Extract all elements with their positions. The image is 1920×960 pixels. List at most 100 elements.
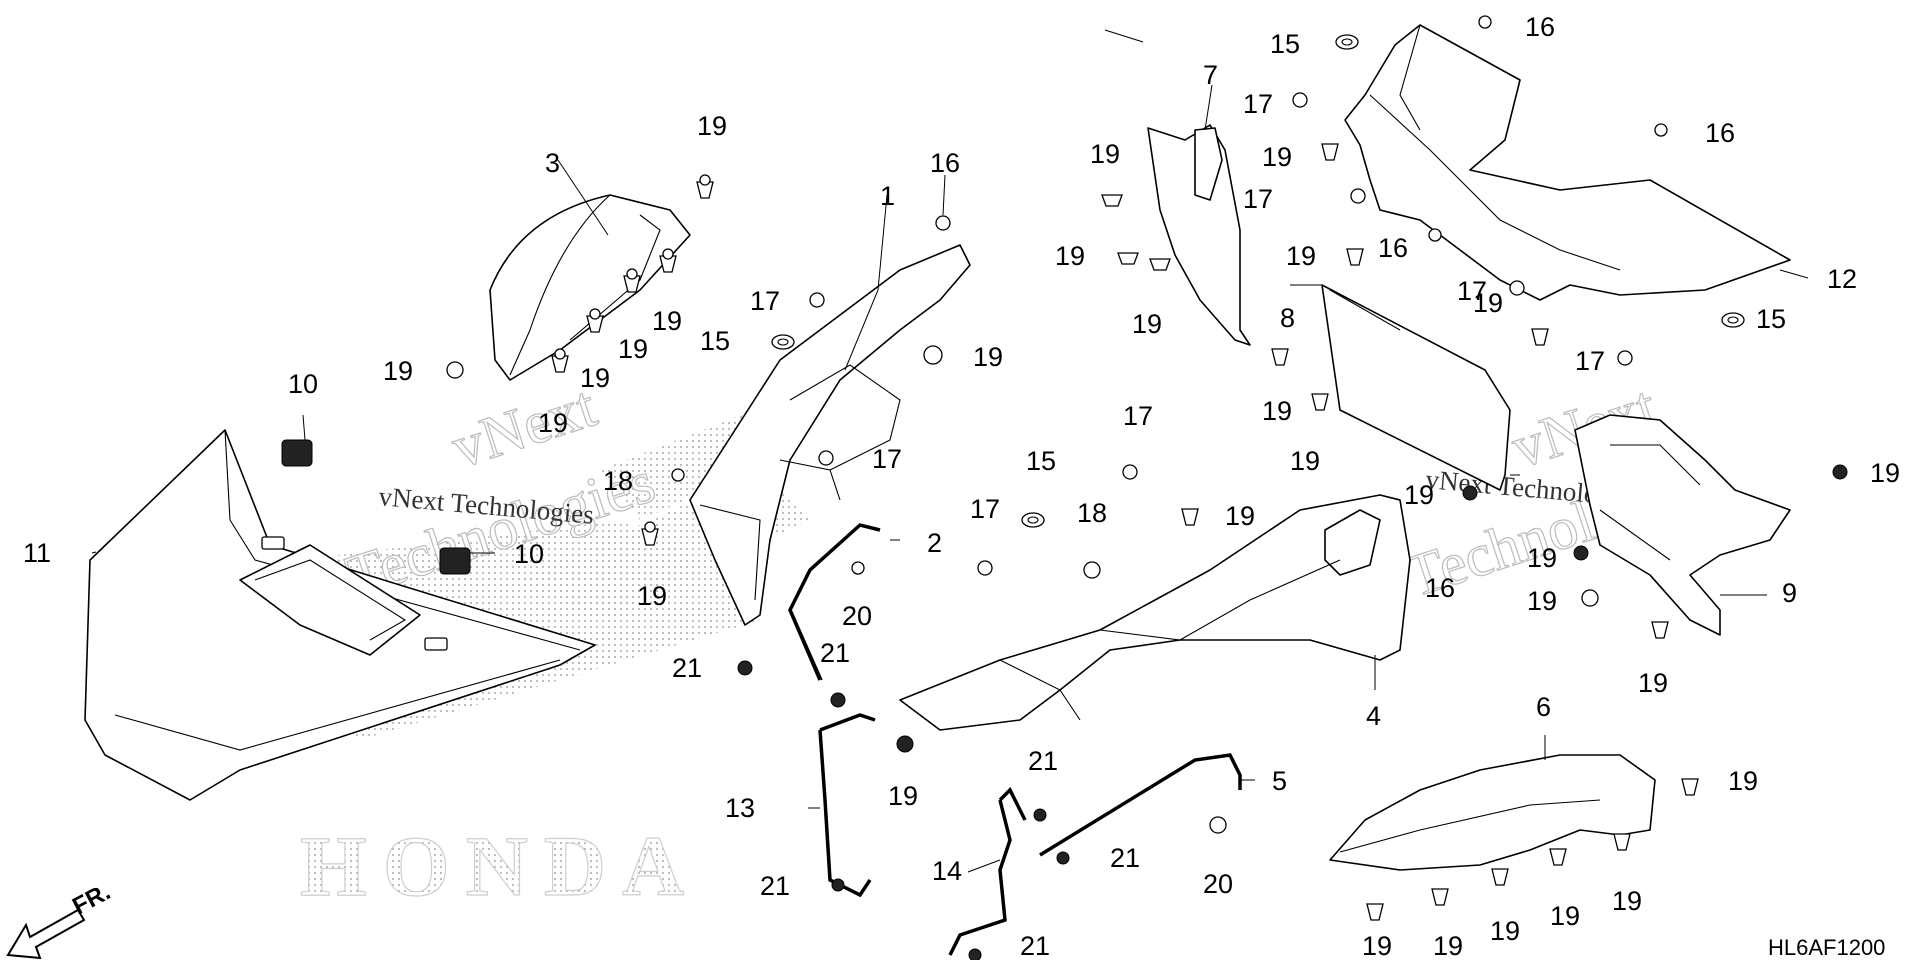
callout-18b: 18 bbox=[1077, 498, 1107, 528]
callout-17b: 17 bbox=[1243, 184, 1273, 214]
clip-19-icon bbox=[1613, 833, 1631, 851]
clip-19-icon bbox=[1181, 508, 1199, 526]
callout-10b: 10 bbox=[514, 539, 544, 569]
callout-15d: 15 bbox=[1756, 304, 1786, 334]
callout-19o: 19 bbox=[1290, 446, 1320, 476]
callout-19s: 19 bbox=[1404, 480, 1434, 510]
callout-19ad: 19 bbox=[1612, 886, 1642, 916]
bolt-icon bbox=[1083, 561, 1101, 579]
part-10-clip bbox=[281, 439, 471, 575]
bolt-icon bbox=[1209, 816, 1227, 834]
callout-19ab: 19 bbox=[1490, 916, 1520, 946]
callout-19z: 19 bbox=[1362, 931, 1392, 960]
clip-19-icon bbox=[1366, 903, 1384, 921]
bolt-icon bbox=[1056, 851, 1070, 865]
clip-19-icon bbox=[623, 268, 641, 293]
callout-13: 13 bbox=[725, 793, 755, 823]
part-11-front-hood bbox=[84, 429, 596, 801]
part-8-flat-plate bbox=[1321, 284, 1511, 491]
callout-21b: 21 bbox=[820, 638, 850, 668]
callout-19q: 19 bbox=[1225, 501, 1255, 531]
callout-19g: 19 bbox=[637, 581, 667, 611]
bolt-icon bbox=[851, 561, 865, 575]
callout-17d: 17 bbox=[1457, 276, 1487, 306]
grommet-icon bbox=[771, 334, 795, 350]
callout-16b: 16 bbox=[1705, 118, 1735, 148]
bolt-icon bbox=[1350, 188, 1366, 204]
bolt-icon bbox=[818, 450, 834, 466]
bolt-icon bbox=[935, 215, 951, 231]
callout-16c: 16 bbox=[930, 148, 960, 178]
callout-20a: 20 bbox=[842, 601, 872, 631]
clip-19-icon bbox=[1531, 328, 1549, 346]
bolt-icon bbox=[1122, 464, 1138, 480]
clip-19-icon bbox=[586, 308, 604, 333]
callout-21g: 21 bbox=[1020, 931, 1050, 960]
callout-11: 11 bbox=[23, 538, 51, 568]
clip-19-icon bbox=[1549, 848, 1567, 866]
callout-4: 4 bbox=[1366, 701, 1381, 731]
callout-17f: 17 bbox=[872, 444, 902, 474]
bolt-icon bbox=[977, 560, 993, 576]
callout-19p: 19 bbox=[1473, 288, 1503, 318]
clip-19-icon bbox=[1681, 778, 1699, 796]
callout-16d: 16 bbox=[1378, 233, 1408, 263]
callout-19aa: 19 bbox=[1433, 931, 1463, 960]
callout-17h: 17 bbox=[970, 494, 1000, 524]
callout-7: 7 bbox=[1203, 60, 1218, 90]
callout-19t: 19 bbox=[1527, 543, 1557, 573]
callout-19e: 19 bbox=[383, 356, 413, 386]
callouts: 1 2 3 4 5 6 7 8 9 10 10 11 12 13 14 15 1… bbox=[23, 12, 1900, 960]
bolt-icon bbox=[671, 468, 685, 482]
bolt-icon bbox=[1033, 808, 1047, 822]
honda-brand-watermark: HONDA bbox=[300, 818, 700, 914]
part-1-side-panel bbox=[689, 244, 971, 626]
callout-17g: 17 bbox=[1123, 401, 1153, 431]
grommet-icon bbox=[1721, 312, 1745, 328]
callout-19c: 19 bbox=[618, 334, 648, 364]
fasteners bbox=[446, 15, 1848, 960]
clip-19-icon bbox=[1321, 143, 1339, 161]
part-13-bracket bbox=[818, 713, 876, 898]
callout-15a: 15 bbox=[1270, 29, 1300, 59]
callout-1: 1 bbox=[880, 181, 895, 211]
part-12-upper-rear-panel bbox=[1344, 24, 1791, 301]
clip-19-icon bbox=[1431, 888, 1449, 906]
callout-17c: 17 bbox=[750, 286, 780, 316]
callout-19i: 19 bbox=[1090, 139, 1120, 169]
callout-19b: 19 bbox=[652, 306, 682, 336]
callout-17e: 17 bbox=[1575, 346, 1605, 376]
callout-19l: 19 bbox=[1262, 142, 1292, 172]
callout-19ac: 19 bbox=[1550, 901, 1580, 931]
callout-3: 3 bbox=[545, 148, 560, 178]
clip-19-icon bbox=[1581, 589, 1599, 607]
front-direction-arrow: FR. bbox=[6, 878, 115, 960]
bolt-icon bbox=[1617, 350, 1633, 366]
part-9-right-cover bbox=[1574, 414, 1791, 636]
callout-19h: 19 bbox=[973, 342, 1003, 372]
callout-21e: 21 bbox=[760, 871, 790, 901]
callout-15c: 15 bbox=[1026, 446, 1056, 476]
diagram-code: HL6AF1200 bbox=[1768, 935, 1885, 960]
clip-19-icon bbox=[1271, 348, 1289, 366]
callout-5: 5 bbox=[1272, 766, 1287, 796]
callout-14: 14 bbox=[932, 856, 962, 886]
arrow-icon bbox=[6, 908, 86, 960]
clip-19-icon bbox=[1832, 464, 1848, 480]
callout-19x: 19 bbox=[1728, 766, 1758, 796]
bolt-icon bbox=[1292, 92, 1308, 108]
bolt-icon bbox=[737, 660, 753, 676]
clip-19-icon bbox=[1117, 252, 1139, 265]
part-4-side-panel bbox=[899, 494, 1411, 731]
callout-19v: 19 bbox=[1870, 458, 1900, 488]
clip-19-icon bbox=[896, 735, 914, 753]
clip-19-icon bbox=[446, 361, 464, 379]
clip-19-icon bbox=[696, 174, 714, 199]
callout-21d: 21 bbox=[1110, 843, 1140, 873]
bolt-icon bbox=[1478, 15, 1492, 29]
bolt-icon bbox=[1509, 280, 1525, 296]
callout-16e: 16 bbox=[1425, 573, 1455, 603]
part-7-vertical-panel bbox=[1147, 124, 1251, 346]
callout-8: 8 bbox=[1280, 303, 1295, 333]
